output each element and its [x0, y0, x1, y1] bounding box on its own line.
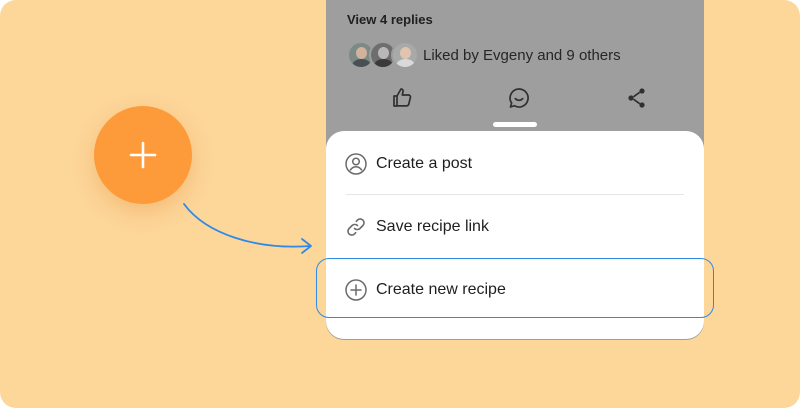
menu-item-label: Create a post	[376, 155, 473, 172]
menu-item-label: Create new recipe	[376, 281, 506, 298]
highlight-outline	[316, 258, 714, 318]
view-replies-link[interactable]: View 4 replies	[347, 12, 433, 27]
likes-row: Liked by Evgeny and 9 others	[347, 40, 621, 70]
liker-avatars	[347, 40, 421, 70]
add-fab-button[interactable]	[94, 106, 192, 204]
menu-item-create-post[interactable]: Create a post	[326, 134, 704, 194]
likes-summary[interactable]: Liked by Evgeny and 9 others	[423, 46, 621, 64]
bottom-sheet-menu: Create a post Save recipe link Create ne…	[326, 131, 704, 339]
avatar	[369, 41, 397, 69]
share-icon[interactable]	[626, 86, 648, 110]
plus-icon	[129, 141, 157, 169]
link-icon	[347, 218, 365, 236]
curved-arrow-icon	[183, 203, 312, 254]
user-circle-icon	[345, 153, 367, 175]
plus-circle-icon	[345, 279, 367, 301]
avatar	[391, 41, 419, 69]
sheet-drag-handle[interactable]	[493, 122, 537, 127]
menu-item-label: Save recipe link	[376, 218, 489, 235]
thumbs-up-icon[interactable]	[390, 86, 414, 110]
comment-icon[interactable]	[507, 86, 531, 110]
menu-item-create-new-recipe[interactable]: Create new recipe	[326, 260, 704, 320]
post-actions	[326, 86, 704, 112]
menu-item-save-recipe-link[interactable]: Save recipe link	[326, 197, 704, 257]
menu-divider	[346, 194, 684, 195]
